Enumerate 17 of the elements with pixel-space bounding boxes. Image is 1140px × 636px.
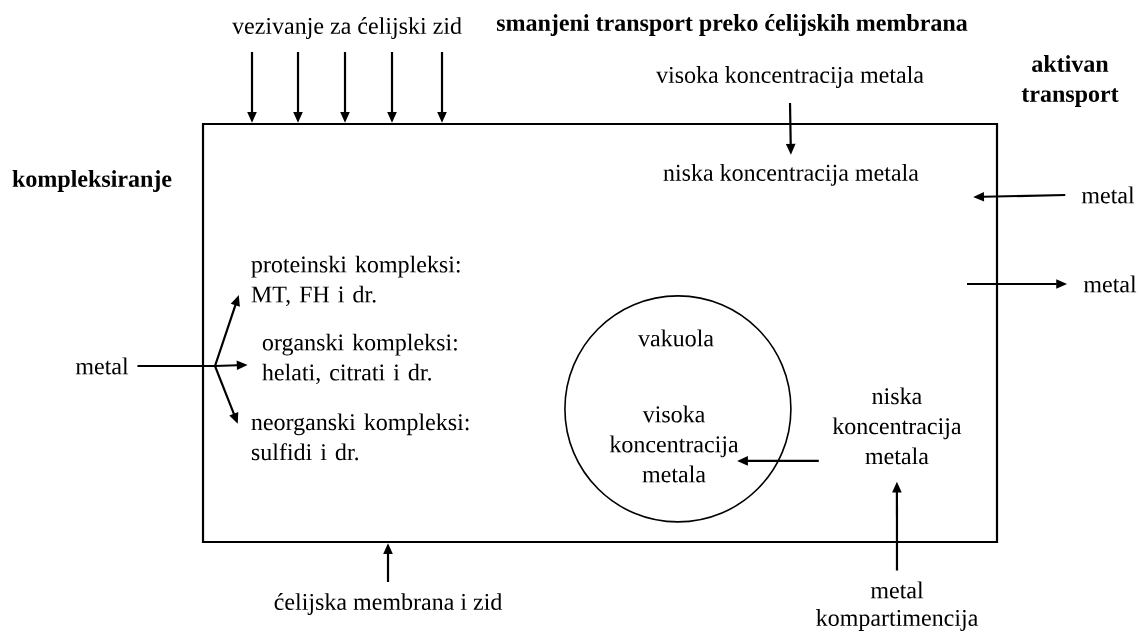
cell-box — [201, 122, 999, 544]
text-label: proteinski kompleksi: MT, FH i dr. — [251, 255, 460, 307]
text-label: metal — [1081, 186, 1135, 204]
text-label: niska koncentracija metala — [832, 387, 962, 465]
heading: aktivan transport — [1021, 55, 1119, 107]
text-label: metal — [1083, 275, 1137, 293]
text-label: kompartimencija — [816, 609, 978, 631]
text-label: visoka koncentracija metala — [656, 66, 924, 88]
heading: kompleksiranje — [12, 170, 172, 192]
text-label: niska koncentracija metala — [663, 164, 919, 186]
heading: smanjeni transport preko ćelijskih membrana — [496, 14, 968, 36]
text-label: metal — [75, 357, 129, 375]
text-label: metal — [870, 581, 924, 599]
text-label: ćelijska membrana i zid — [274, 593, 503, 615]
text-label: neorganski kompleksi: sulfidi i dr. — [251, 413, 469, 461]
text-label: vezivanje za ćelijski zid — [232, 17, 462, 39]
text-label: organski kompleksi: helati, citrati i dr. — [262, 333, 457, 385]
